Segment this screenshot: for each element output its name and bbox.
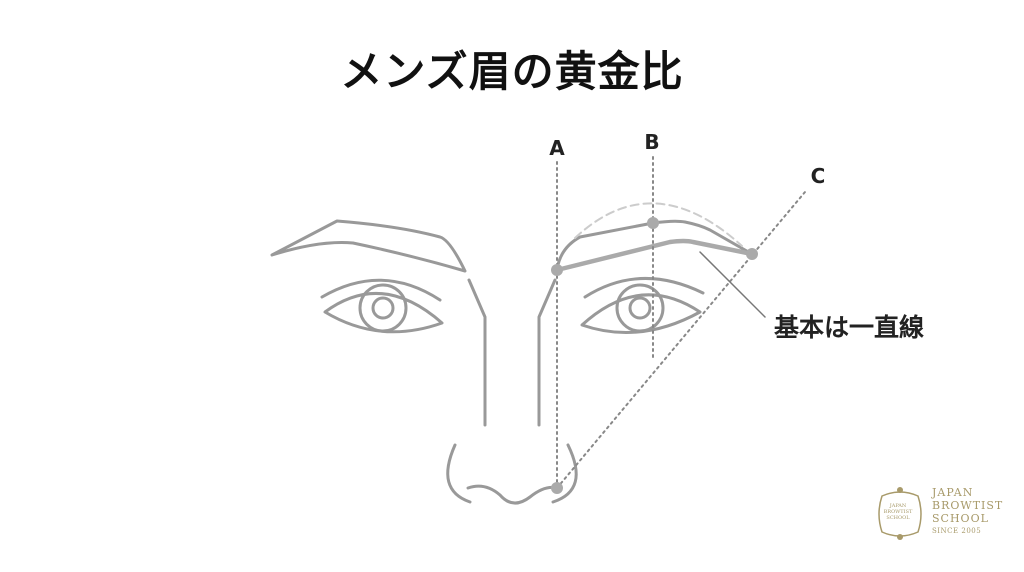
nostril-line bbox=[466, 484, 559, 505]
nose-right-ala bbox=[551, 443, 578, 504]
crest-text: JAPAN BROWTIST SCHOOL bbox=[883, 503, 913, 521]
point-brow-start bbox=[551, 264, 563, 276]
page-title: メンズ眉の黄金比 bbox=[340, 47, 684, 96]
nose-bridge-right bbox=[537, 278, 557, 427]
logo-line3: SCHOOL bbox=[932, 512, 989, 525]
point-brow-end bbox=[746, 248, 758, 260]
label-c: C bbox=[810, 164, 826, 188]
left-eyebrow bbox=[270, 219, 467, 273]
nose-bridge-left bbox=[467, 278, 487, 427]
point-nose bbox=[551, 482, 563, 494]
logo-line1: JAPAN bbox=[932, 486, 974, 499]
nose-left-ala bbox=[446, 443, 472, 504]
right-eyebrow-outline bbox=[555, 219, 754, 272]
logo-since: SINCE 2005 bbox=[932, 527, 982, 535]
brow-arch-dashed bbox=[574, 202, 743, 247]
right-eye bbox=[580, 277, 705, 334]
guide-line-c bbox=[556, 191, 806, 489]
right-eyebrow-line bbox=[554, 238, 755, 273]
logo-line2: BROWTIST bbox=[932, 499, 1004, 512]
school-logo: JAPAN BROWTIST SCHOOL JAPAN BROWTIST SCH… bbox=[872, 484, 1012, 544]
note-straight-line: 基本は一直線 bbox=[774, 313, 925, 342]
left-eye bbox=[320, 278, 444, 334]
point-brow-peak bbox=[647, 217, 659, 229]
note-pointer bbox=[699, 251, 766, 318]
crest-icon bbox=[878, 487, 922, 540]
label-b: B bbox=[644, 130, 660, 154]
label-a: A bbox=[549, 136, 565, 160]
